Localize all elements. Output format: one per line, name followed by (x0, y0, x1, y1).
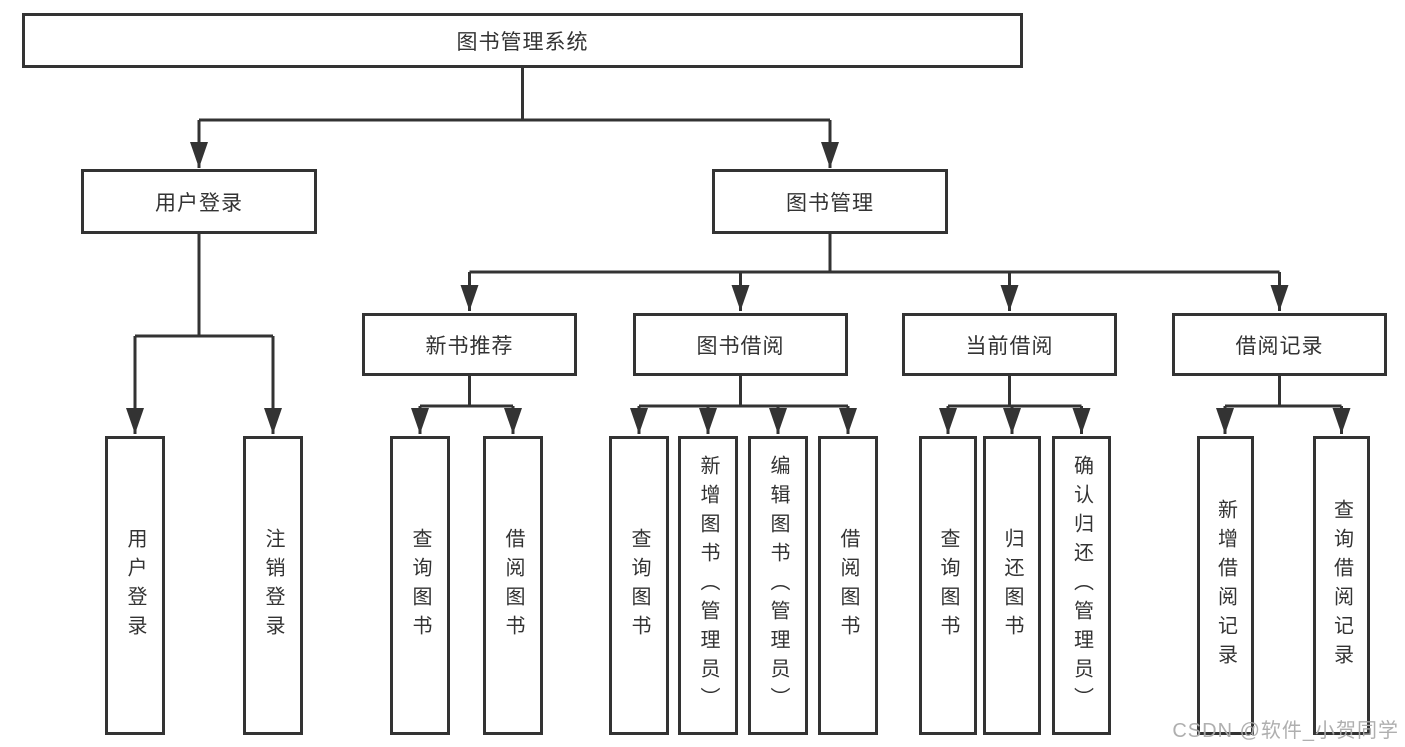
leaf-query-books-current: 查询图书 (919, 436, 977, 735)
node-label: 图书管理 (786, 191, 874, 215)
leaf-query-borrow-record: 查询借阅记录 (1313, 436, 1370, 735)
leaf-query-books-recommend: 查询图书 (390, 436, 450, 735)
node-label: 用户登录 (124, 527, 146, 644)
node-user-login: 用户登录 (81, 169, 317, 234)
node-label: 当前借阅 (965, 334, 1054, 358)
node-label: 新增借阅记录 (1214, 498, 1237, 673)
node-borrow-records: 借阅记录 (1172, 313, 1387, 376)
node-label: 编辑图书（管理员） (767, 455, 789, 716)
leaf-add-book-admin: 新增图书（管理员） (678, 436, 738, 735)
leaf-query-books-borrowing: 查询图书 (609, 436, 669, 735)
node-label: 查询图书 (409, 527, 431, 644)
leaf-logout: 注销登录 (243, 436, 303, 735)
node-label: 查询借阅记录 (1330, 498, 1353, 673)
watermark-text: CSDN @软件_小贺同学 (1172, 720, 1399, 742)
node-label: 归还图书 (1001, 527, 1023, 644)
leaf-borrow-books-recommend: 借阅图书 (483, 436, 543, 735)
leaf-confirm-return-admin: 确认归还（管理员） (1052, 436, 1111, 735)
node-label: 注销登录 (262, 527, 284, 644)
node-label: 确认归还（管理员） (1070, 455, 1093, 716)
leaf-edit-book-admin: 编辑图书（管理员） (748, 436, 808, 735)
node-label: 图书借阅 (696, 334, 785, 358)
node-label: 新增图书（管理员） (697, 455, 719, 716)
node-label: 图书管理系统 (456, 30, 589, 54)
node-book-management: 图书管理 (712, 169, 948, 234)
leaf-borrow-books-borrowing: 借阅图书 (818, 436, 878, 735)
leaf-add-borrow-record: 新增借阅记录 (1197, 436, 1254, 735)
node-current-borrowing: 当前借阅 (902, 313, 1117, 376)
node-label: 借阅记录 (1235, 334, 1324, 358)
node-label: 新书推荐 (425, 334, 514, 358)
node-label: 查询图书 (937, 527, 959, 644)
leaf-user-login: 用户登录 (105, 436, 165, 735)
node-label: 借阅图书 (837, 527, 859, 644)
node-book-borrowing: 图书借阅 (633, 313, 848, 376)
node-label: 借阅图书 (502, 527, 524, 644)
node-new-book-recommend: 新书推荐 (362, 313, 577, 376)
node-label: 查询图书 (628, 527, 650, 644)
leaf-return-books: 归还图书 (983, 436, 1041, 735)
connector-trunks (135, 68, 1342, 408)
node-label: 用户登录 (155, 191, 243, 215)
node-book-management-system: 图书管理系统 (22, 13, 1023, 68)
